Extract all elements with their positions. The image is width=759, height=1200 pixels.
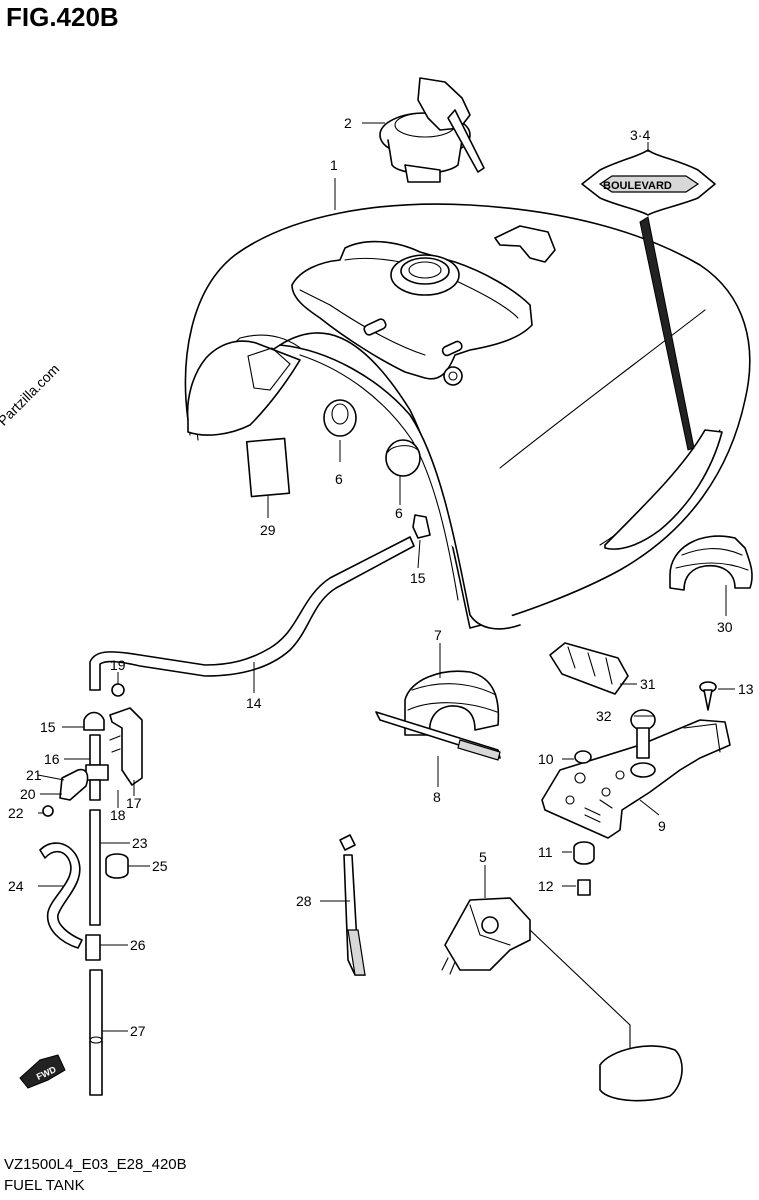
leader-lines bbox=[37, 122, 735, 1032]
tie-28 bbox=[339, 834, 366, 976]
boulevard-emblem: BOULEVARD bbox=[581, 149, 716, 451]
callout-6a: 6 bbox=[335, 471, 343, 487]
callout-6b: 6 bbox=[395, 505, 403, 521]
callout-20: 20 bbox=[20, 786, 36, 802]
bolt-13 bbox=[699, 681, 717, 711]
callout-7: 7 bbox=[434, 627, 442, 643]
callout-1: 1 bbox=[330, 157, 338, 173]
callout-labels: 1 2 3·4 5 6 6 7 8 9 10 11 12 13 14 15 15… bbox=[8, 115, 754, 1039]
callout-16: 16 bbox=[44, 751, 60, 767]
callout-24: 24 bbox=[8, 878, 24, 894]
callout-8: 8 bbox=[433, 789, 441, 805]
callout-29: 29 bbox=[260, 522, 276, 538]
plate-9 bbox=[541, 719, 731, 839]
model-code: VZ1500L4_E03_E28_420B bbox=[4, 1156, 187, 1173]
bolt-12 bbox=[577, 879, 591, 896]
cushion-7 bbox=[404, 670, 500, 736]
callout-11: 11 bbox=[538, 844, 553, 860]
callout-5: 5 bbox=[479, 849, 487, 865]
callout-12: 12 bbox=[538, 878, 554, 894]
pad-31 bbox=[549, 642, 629, 695]
callout-2: 2 bbox=[344, 115, 352, 131]
callout-14: 14 bbox=[246, 695, 262, 711]
callout-26: 26 bbox=[130, 937, 146, 953]
callout-15b: 15 bbox=[410, 570, 426, 586]
callout-32: 32 bbox=[596, 708, 612, 724]
grommet-11 bbox=[573, 841, 595, 865]
callout-23: 23 bbox=[132, 835, 148, 851]
callout-9: 9 bbox=[658, 818, 666, 834]
callout-31: 31 bbox=[640, 676, 656, 692]
fuel-pump-5 bbox=[441, 897, 683, 1102]
fuel-cap bbox=[379, 77, 485, 183]
callout-10: 10 bbox=[538, 751, 554, 767]
fuel-hose bbox=[89, 536, 415, 691]
callout-18: 18 bbox=[110, 807, 126, 823]
callout-21: 21 bbox=[26, 767, 42, 783]
callout-27: 27 bbox=[130, 1023, 146, 1039]
hose-fittings bbox=[39, 683, 143, 1096]
callout-22: 22 bbox=[8, 805, 24, 821]
damper-32 bbox=[630, 709, 656, 778]
callout-13: 13 bbox=[738, 681, 754, 697]
fuel-tank bbox=[184, 203, 751, 630]
callout-3-4: 3·4 bbox=[630, 127, 650, 143]
cushion-30 bbox=[669, 535, 753, 591]
callout-28: 28 bbox=[296, 893, 312, 909]
callout-17: 17 bbox=[126, 795, 142, 811]
figure-title: FIG.420B bbox=[6, 2, 119, 32]
fwd-arrow: FWD bbox=[19, 1054, 66, 1089]
callout-30: 30 bbox=[717, 619, 733, 635]
callout-15a: 15 bbox=[40, 719, 56, 735]
band-8 bbox=[375, 711, 501, 761]
clip bbox=[412, 514, 431, 539]
callout-19: 19 bbox=[110, 657, 126, 673]
callout-25: 25 bbox=[152, 858, 168, 874]
section-name: FUEL TANK bbox=[4, 1177, 85, 1194]
collar-10 bbox=[574, 750, 592, 764]
emblem-text: BOULEVARD bbox=[603, 180, 672, 192]
